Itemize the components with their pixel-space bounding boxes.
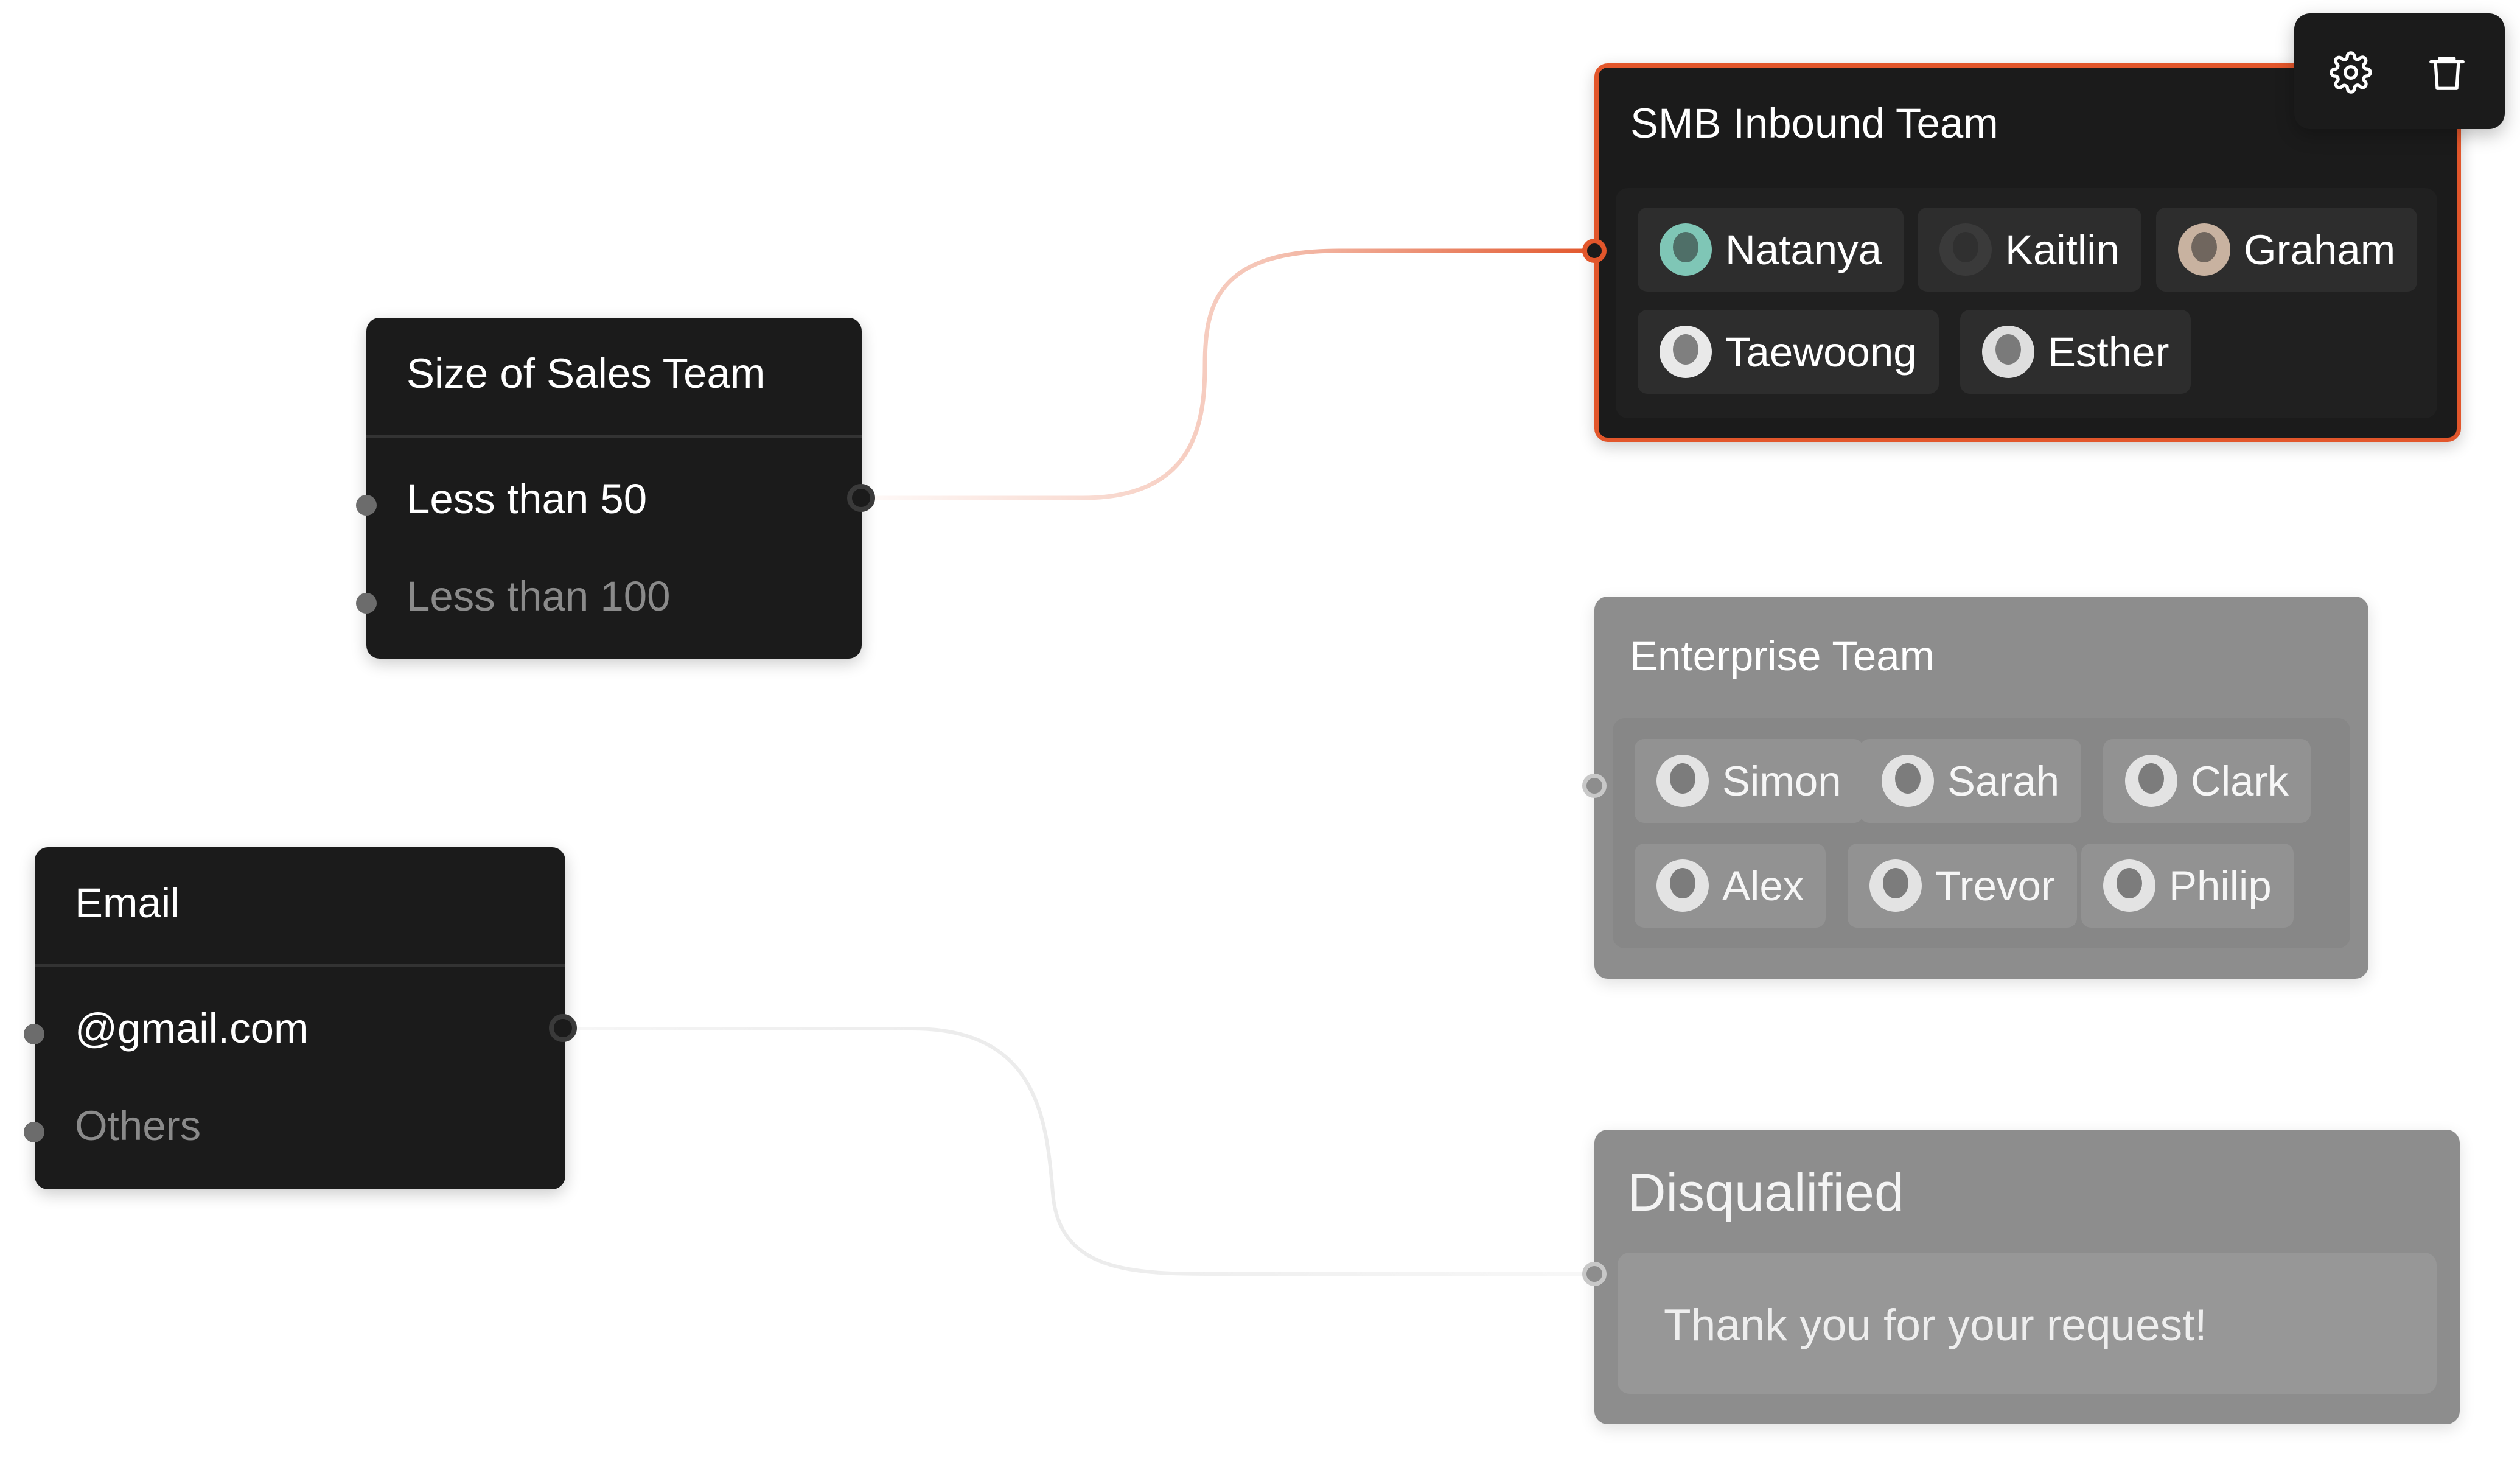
member-name: Alex bbox=[1722, 862, 1804, 909]
node-divider bbox=[35, 964, 565, 967]
member-chip[interactable]: Graham bbox=[2156, 208, 2418, 292]
node-toolbar bbox=[2294, 13, 2505, 129]
member-name: Simon bbox=[1722, 757, 1841, 805]
member-chip[interactable]: Simon bbox=[1635, 739, 1863, 823]
disqualified-node[interactable]: Disqualified Thank you for your request! bbox=[1594, 1130, 2460, 1424]
option-others-input-port[interactable] bbox=[24, 1122, 44, 1142]
option-less-than-50[interactable]: Less than 50 bbox=[407, 475, 647, 522]
disqualified-input-port[interactable] bbox=[1582, 1262, 1607, 1286]
member-name: Clark bbox=[2191, 757, 2289, 805]
avatar bbox=[1939, 223, 1992, 276]
member-chip[interactable]: Clark bbox=[2103, 739, 2311, 823]
option-less-than-100-input-port[interactable] bbox=[356, 593, 377, 614]
team-members-panel: Simon Sarah Clark Alex Trevor Philip bbox=[1613, 718, 2350, 948]
delete-button[interactable] bbox=[2426, 51, 2468, 94]
enterprise-team-input-port[interactable] bbox=[1582, 774, 1607, 798]
avatar bbox=[1660, 326, 1712, 378]
avatar bbox=[1656, 755, 1709, 807]
node-title: Email bbox=[75, 880, 180, 926]
member-chip[interactable]: Taewoong bbox=[1638, 310, 1939, 394]
member-name: Kaitlin bbox=[2005, 226, 2120, 273]
node-title: SMB Inbound Team bbox=[1630, 100, 1998, 147]
option-less-than-50-input-port[interactable] bbox=[356, 495, 377, 516]
smb-team-input-port[interactable] bbox=[1582, 239, 1607, 263]
member-name: Trevor bbox=[1935, 862, 2055, 909]
option-gmail[interactable]: @gmail.com bbox=[75, 1005, 309, 1052]
edge-size-to-smb bbox=[864, 248, 1594, 500]
avatar bbox=[2125, 755, 2177, 807]
member-name: Sarah bbox=[1947, 757, 2060, 805]
node-divider bbox=[366, 435, 862, 438]
avatar bbox=[1882, 755, 1934, 807]
member-name: Natanya bbox=[1725, 226, 1882, 273]
size-of-sales-team-node[interactable]: Size of Sales Team Less than 50 Less tha… bbox=[366, 318, 862, 659]
member-chip[interactable]: Esther bbox=[1960, 310, 2191, 394]
avatar bbox=[1869, 859, 1922, 912]
node-title: Size of Sales Team bbox=[407, 350, 766, 397]
avatar bbox=[2103, 859, 2155, 912]
member-chip[interactable]: Natanya bbox=[1638, 208, 1904, 292]
member-chip[interactable]: Trevor bbox=[1848, 844, 2077, 928]
member-chip[interactable]: Philip bbox=[2081, 844, 2294, 928]
gear-icon bbox=[2330, 51, 2372, 94]
disqualified-message: Thank you for your request! bbox=[1664, 1301, 2207, 1350]
settings-button[interactable] bbox=[2330, 51, 2372, 94]
member-chip[interactable]: Sarah bbox=[1860, 739, 2082, 823]
avatar bbox=[1660, 223, 1712, 276]
message-panel: Thank you for your request! bbox=[1618, 1253, 2437, 1394]
node-title: Disqualified bbox=[1627, 1162, 1904, 1222]
smb-inbound-team-node[interactable]: SMB Inbound Team Natanya Kaitlin Graham … bbox=[1594, 63, 2461, 442]
size-node-output-port[interactable] bbox=[847, 484, 875, 512]
member-name: Esther bbox=[2048, 328, 2169, 376]
option-others[interactable]: Others bbox=[75, 1102, 201, 1149]
team-members-panel: Natanya Kaitlin Graham Taewoong Esther bbox=[1616, 188, 2437, 418]
email-node-output-port[interactable] bbox=[549, 1014, 577, 1042]
member-chip[interactable]: Kaitlin bbox=[1918, 208, 2141, 292]
enterprise-team-node[interactable]: Enterprise Team Simon Sarah Clark Alex T… bbox=[1594, 597, 2368, 979]
member-name: Graham bbox=[2244, 226, 2396, 273]
member-name: Taewoong bbox=[1725, 328, 1917, 376]
avatar bbox=[1982, 326, 2034, 378]
member-name: Philip bbox=[2169, 862, 2272, 909]
avatar bbox=[2178, 223, 2230, 276]
option-less-than-100[interactable]: Less than 100 bbox=[407, 573, 671, 620]
node-title: Enterprise Team bbox=[1630, 632, 1935, 679]
member-chip[interactable]: Alex bbox=[1635, 844, 1826, 928]
option-gmail-input-port[interactable] bbox=[24, 1024, 44, 1044]
avatar bbox=[1656, 859, 1709, 912]
trash-icon bbox=[2429, 57, 2465, 90]
edge-email-to-disqualified bbox=[563, 1027, 1594, 1276]
email-node[interactable]: Email @gmail.com Others bbox=[35, 847, 565, 1189]
